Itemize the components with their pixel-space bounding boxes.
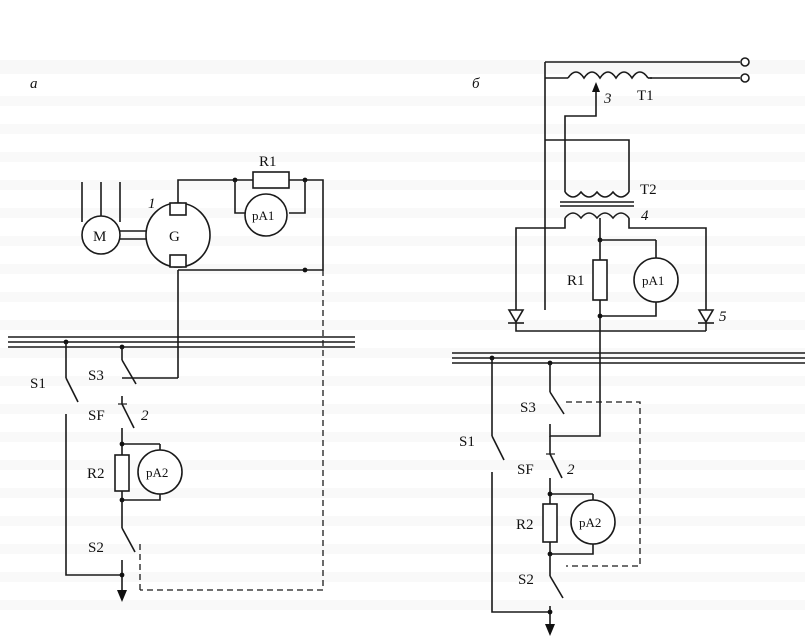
wire-pa1-left xyxy=(234,180,245,214)
generator-label: G xyxy=(169,229,180,245)
s2-label: S2 xyxy=(88,540,104,556)
pa2-label: pA2 xyxy=(146,465,168,480)
node-label-5: 5 xyxy=(719,309,727,325)
motor-label: M xyxy=(93,229,106,245)
output-b-arrow xyxy=(545,624,555,636)
interlock-dashed xyxy=(140,270,324,591)
pa1-bottom xyxy=(600,302,657,317)
s1-b-label: S1 xyxy=(459,434,475,450)
r2-b-label: R2 xyxy=(516,517,534,533)
sf-b-blade xyxy=(549,453,563,479)
s3-label: S3 xyxy=(88,368,104,384)
s1-blade xyxy=(65,377,79,403)
r1-label: R1 xyxy=(259,154,277,170)
junction xyxy=(119,441,125,447)
t2-secondary xyxy=(564,212,630,220)
sf-b-label: SF xyxy=(517,462,534,478)
node-label-4: 4 xyxy=(641,208,649,224)
generator-brush-top xyxy=(169,202,187,216)
s3-blade xyxy=(121,359,137,385)
wire-pa1-right xyxy=(289,180,306,214)
pa2-b-bottom xyxy=(550,544,594,555)
terminal-top xyxy=(740,57,750,67)
resistor-r2-b xyxy=(542,503,558,543)
s2-b-label: S2 xyxy=(518,572,534,588)
t1-winding xyxy=(567,71,649,80)
panel-b-letter: б xyxy=(472,76,480,92)
resistor-r2 xyxy=(114,454,130,492)
s3-b-return xyxy=(549,352,601,437)
wire-gen-top xyxy=(177,179,253,203)
resistor-r1-b xyxy=(592,259,608,301)
panel-a: а M G 1 R1 pA1 xyxy=(8,76,355,602)
ammeter-pa1 xyxy=(244,193,288,237)
junction xyxy=(302,267,308,273)
r1-b-label: R1 xyxy=(567,273,585,289)
node-label-1: 1 xyxy=(148,196,156,212)
junction xyxy=(119,572,125,578)
s1-b-blade xyxy=(491,435,505,461)
node-b-label-2: 2 xyxy=(567,462,575,478)
interlock-b-dashed xyxy=(566,401,641,567)
r2-label: R2 xyxy=(87,466,105,482)
pa2-b-label: pA2 xyxy=(579,515,601,530)
s1-label: S1 xyxy=(30,376,46,392)
sec-left-wire xyxy=(515,218,566,310)
s3-b-blade xyxy=(549,391,565,415)
t2-primary xyxy=(564,190,630,198)
output-arrow xyxy=(117,590,127,602)
t2-prim-right xyxy=(545,139,630,192)
s2-b-blade xyxy=(549,575,564,599)
sf-blade xyxy=(121,403,135,429)
diode-right xyxy=(697,309,715,324)
s2-blade xyxy=(121,527,136,553)
junction xyxy=(547,491,553,497)
motor-symbol xyxy=(81,215,121,255)
s3-b-label: S3 xyxy=(520,400,536,416)
sec-right-wire xyxy=(628,218,707,310)
node-label-2: 2 xyxy=(141,408,149,424)
t1-label: T1 xyxy=(637,88,654,104)
terminal-bottom xyxy=(740,73,750,83)
t2-label: T2 xyxy=(640,182,657,198)
panel-a-letter: а xyxy=(30,76,38,92)
resistor-r1 xyxy=(252,171,290,189)
diode-left xyxy=(507,309,525,324)
junction xyxy=(597,313,603,319)
generator-brush-bottom xyxy=(169,254,187,268)
wire-t1-to-t2 xyxy=(564,110,597,180)
rectified-wire xyxy=(515,323,706,332)
s1-wire-bottom xyxy=(65,414,122,576)
sf-label: SF xyxy=(88,408,105,424)
s1-b-wire-bottom xyxy=(491,472,550,613)
pa1-b-label: pA1 xyxy=(642,273,664,288)
panel-b: б T1 3 T2 4 R1 xyxy=(452,57,805,636)
node-label-3: 3 xyxy=(603,91,612,107)
bleed-through-background xyxy=(0,60,805,610)
pa1-label: pA1 xyxy=(252,208,274,223)
t1-wiper-arrow xyxy=(592,82,600,92)
junction xyxy=(547,609,553,615)
pa2-bottom-wire xyxy=(122,494,161,501)
